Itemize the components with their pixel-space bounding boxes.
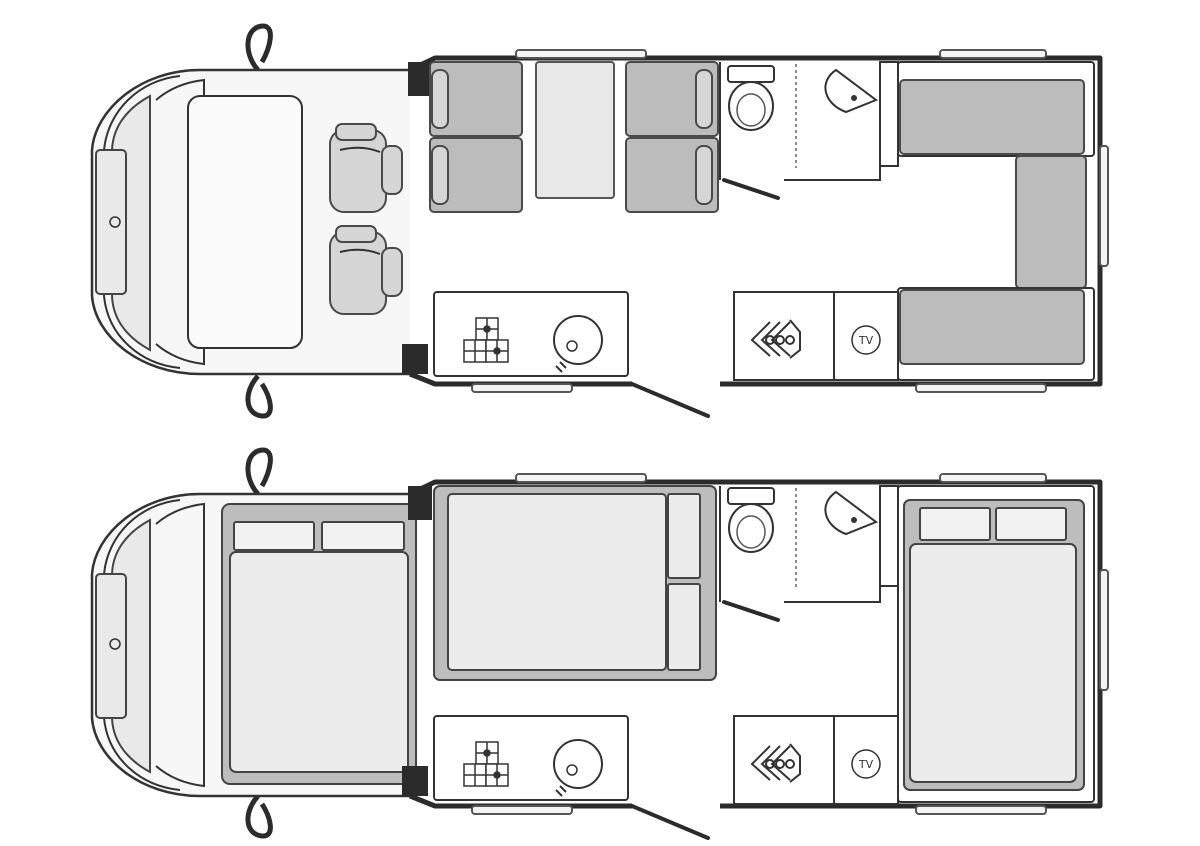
tv-label: TV (858, 758, 874, 771)
window-bottom-1 (471, 383, 573, 393)
window-top-2 (939, 473, 1047, 483)
cab-floor (187, 95, 303, 349)
kitchen-unit (433, 291, 629, 377)
tv-label: TV (858, 334, 874, 347)
right-mirror (245, 794, 273, 839)
passenger-seat (329, 225, 403, 315)
sink-icon (553, 315, 603, 373)
kitchen-unit (433, 715, 629, 801)
cab-bed (221, 503, 417, 785)
driver-seat (329, 123, 403, 213)
steering-badge (109, 638, 121, 650)
sink-icon (553, 739, 603, 797)
steering-badge (109, 216, 121, 228)
day-layout-plan: TV (90, 23, 1109, 419)
window-bottom-1 (471, 805, 573, 815)
left-mirror (245, 447, 273, 496)
hob-icon (463, 317, 509, 363)
pillar-bottom (402, 344, 428, 374)
dashboard (95, 149, 127, 295)
rear-bed (897, 485, 1095, 803)
window-bottom-2 (915, 383, 1047, 393)
toilet-icon (728, 503, 774, 553)
window-bottom-2 (915, 805, 1047, 815)
tv-icon (851, 749, 881, 779)
right-mirror (245, 374, 273, 419)
toilet-icon (728, 81, 774, 131)
night-layout-plan: TV (90, 447, 1109, 840)
pillar-top (408, 62, 432, 96)
window-top-2 (939, 49, 1047, 59)
wardrobe (733, 715, 835, 805)
entrance-door (630, 382, 710, 418)
entrance-door (630, 804, 710, 840)
window-rear (1099, 569, 1109, 691)
basin-icon (824, 68, 879, 114)
tv-cabinet: TV (833, 715, 899, 805)
hob-icon (463, 741, 509, 787)
cab (90, 68, 410, 376)
basin-icon (824, 490, 879, 536)
rear-lounge (897, 61, 1095, 381)
pillar-bottom (402, 766, 428, 796)
wardrobe (733, 291, 835, 381)
dinette-table (535, 61, 615, 199)
front-dinette (429, 61, 719, 213)
window-top-1 (515, 473, 647, 483)
dinette-bed (433, 485, 717, 681)
washroom (719, 485, 899, 622)
wardrobe-hanger-icon (750, 743, 801, 783)
toilet-cistern (727, 487, 775, 505)
tv-icon (851, 325, 881, 355)
pillar-top (408, 486, 432, 520)
toilet-cistern (727, 65, 775, 83)
wardrobe-hanger-icon (750, 319, 801, 359)
window-rear (1099, 145, 1109, 267)
window-top-1 (515, 49, 647, 59)
left-mirror (245, 23, 273, 72)
washroom (719, 61, 899, 200)
tv-cabinet: TV (833, 291, 899, 381)
